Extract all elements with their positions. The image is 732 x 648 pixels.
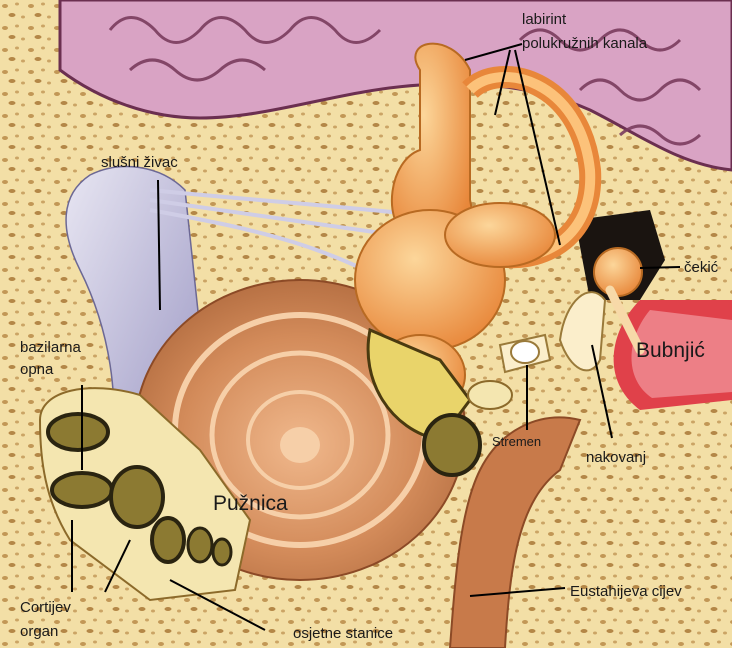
label-sensory-cells: osjetne stanice [293, 625, 393, 642]
label-basilar-line1: bazilarna [20, 339, 82, 356]
label-eardrum: Bubnjić [636, 339, 705, 362]
label-labyrinth-line2: polukružnih kanala [522, 35, 648, 52]
label-cochlea: Pužnica [213, 492, 288, 515]
label-organ-line2: organ [20, 623, 58, 640]
label-eustachian-tube: Eustahijeva cijev [570, 583, 682, 600]
label-organ-line1: Cortijev [20, 599, 71, 616]
malleus-head [594, 248, 642, 296]
label-basilar-line2: opna [20, 361, 54, 378]
label-malleus: čekić [684, 259, 719, 276]
label-incus: nakovanj [586, 449, 646, 466]
label-labyrinth-line1: labirint [522, 11, 567, 28]
label-auditory-nerve: slušni živac [101, 154, 178, 171]
stapes-head [511, 341, 539, 363]
label-stapes: Stremen [492, 434, 541, 449]
